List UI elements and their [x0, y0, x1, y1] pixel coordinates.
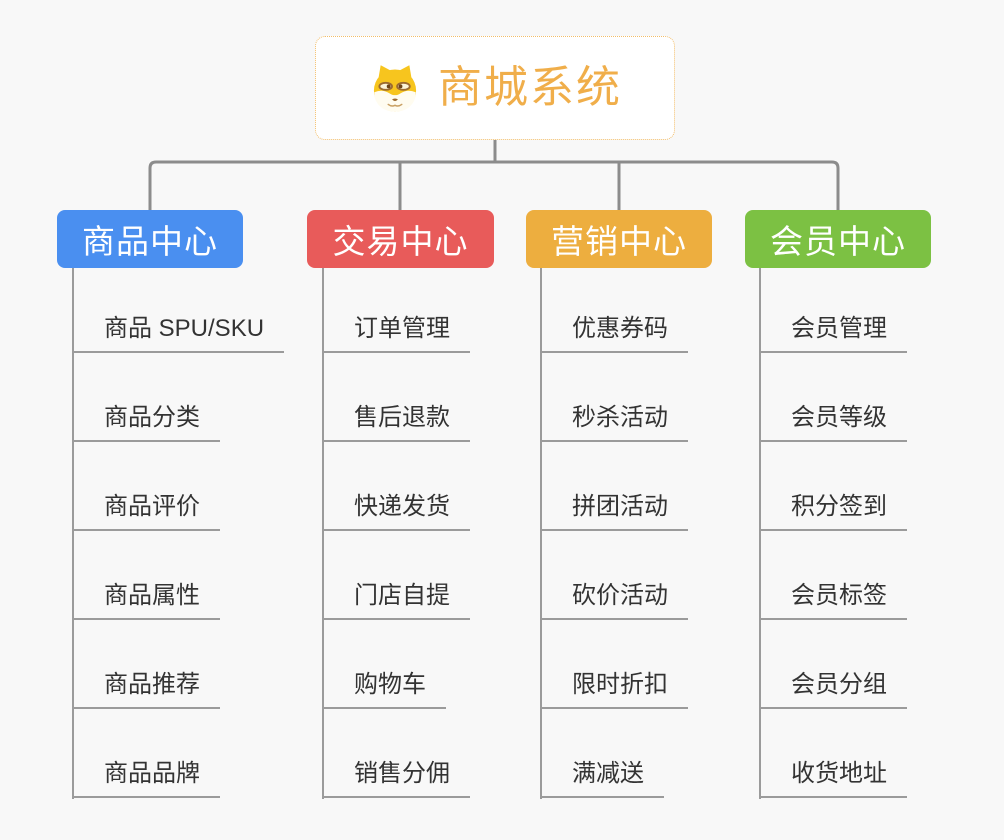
- branch-node-member-center[interactable]: 会员中心: [745, 210, 931, 268]
- leaf-topic[interactable]: 会员标签: [759, 531, 907, 620]
- branch-node-trade-center[interactable]: 交易中心: [307, 210, 494, 268]
- leaf-topic[interactable]: 秒杀活动: [540, 353, 688, 442]
- leaf-column-marketing: 优惠券码 秒杀活动 拼团活动 砍价活动 限时折扣 满减送: [540, 264, 688, 798]
- doge-icon: [368, 61, 422, 115]
- leaf-column-trade: 订单管理 售后退款 快递发货 门店自提 购物车 销售分佣: [322, 264, 470, 798]
- leaf-topic[interactable]: 砍价活动: [540, 531, 688, 620]
- leaf-topic[interactable]: 商品推荐: [72, 620, 284, 709]
- leaf-topic[interactable]: 快递发货: [322, 442, 470, 531]
- leaf-topic[interactable]: 满减送: [540, 709, 688, 798]
- subtree-line: [72, 268, 74, 799]
- leaf-topic[interactable]: 优惠券码: [540, 264, 688, 353]
- leaf-topic[interactable]: 商品 SPU/SKU: [72, 264, 285, 353]
- branch-rail-line: [148, 160, 840, 210]
- leaf-topic[interactable]: 限时折扣: [540, 620, 688, 709]
- subtree-line: [322, 268, 324, 799]
- leaf-topic[interactable]: 收货地址: [759, 709, 907, 798]
- leaf-topic[interactable]: 销售分佣: [322, 709, 470, 798]
- leaf-topic[interactable]: 商品属性: [72, 531, 284, 620]
- leaf-topic[interactable]: 会员分组: [759, 620, 907, 709]
- leaf-column-member: 会员管理 会员等级 积分签到 会员标签 会员分组 收货地址: [759, 264, 907, 798]
- leaf-topic[interactable]: 商品评价: [72, 442, 284, 531]
- leaf-topic[interactable]: 会员管理: [759, 264, 907, 353]
- leaf-topic[interactable]: 售后退款: [322, 353, 470, 442]
- leaf-topic[interactable]: 商品分类: [72, 353, 284, 442]
- leaf-topic[interactable]: 积分签到: [759, 442, 907, 531]
- branch-node-product-center[interactable]: 商品中心: [57, 210, 243, 268]
- leaf-topic[interactable]: 门店自提: [322, 531, 470, 620]
- subtree-line: [540, 268, 542, 799]
- leaf-topic[interactable]: 会员等级: [759, 353, 907, 442]
- branch-node-marketing-center[interactable]: 营销中心: [526, 210, 712, 268]
- leaf-topic[interactable]: 拼团活动: [540, 442, 688, 531]
- root-topic-title: 商城系统: [438, 63, 622, 112]
- subtree-line: [759, 268, 761, 799]
- root-topic[interactable]: 商城系统: [315, 36, 675, 140]
- leaf-topic[interactable]: 购物车: [322, 620, 470, 709]
- leaf-topic[interactable]: 商品品牌: [72, 709, 284, 798]
- leaf-topic[interactable]: 订单管理: [322, 264, 470, 353]
- leaf-column-product: 商品 SPU/SKU 商品分类 商品评价 商品属性 商品推荐 商品品牌: [72, 264, 285, 798]
